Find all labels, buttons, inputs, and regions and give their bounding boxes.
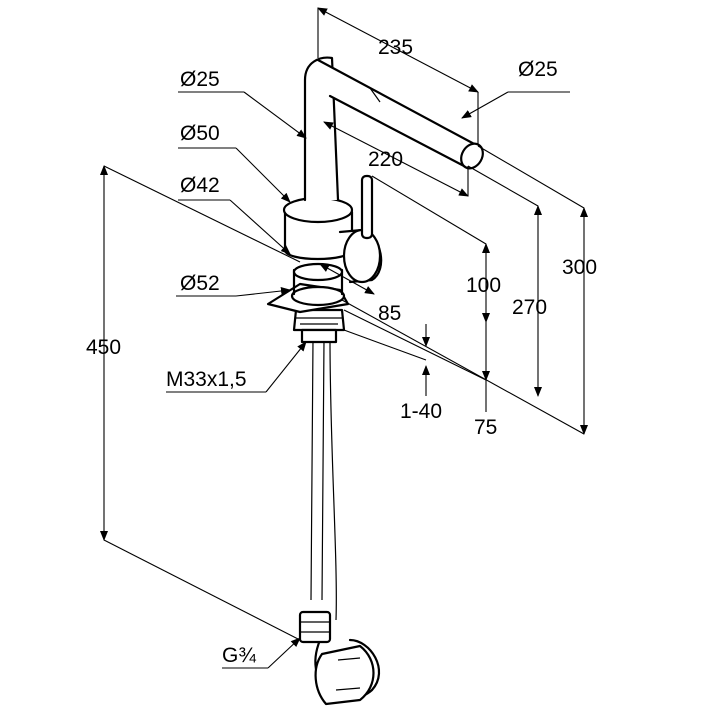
lever-rod xyxy=(360,174,374,240)
supply-hose xyxy=(310,339,325,601)
label-hose-length: 450 xyxy=(86,336,121,359)
label-counter-thickness: 1-40 xyxy=(400,400,442,423)
label-thread: M33x1,5 xyxy=(166,368,247,391)
mounting-nut xyxy=(292,308,346,332)
label-d-spout-top: Ø25 xyxy=(180,68,220,91)
hose-weight xyxy=(314,644,375,706)
label-d-flange: Ø52 xyxy=(180,272,220,295)
dimension-lines xyxy=(100,7,588,669)
label-outlet-offset: 220 xyxy=(368,148,403,171)
label-d-body: Ø50 xyxy=(180,122,220,145)
label-lever-offset: 85 xyxy=(378,302,401,325)
label-reach: 235 xyxy=(378,36,413,59)
supply-line xyxy=(329,339,337,621)
label-d-base: Ø42 xyxy=(180,174,220,197)
base-ring xyxy=(290,285,346,307)
label-connection: G¾ xyxy=(222,644,256,667)
label-height-outlet: 270 xyxy=(512,296,547,319)
connection-fitting xyxy=(298,610,332,644)
label-d-spout-outlet: Ø25 xyxy=(518,58,558,81)
label-height-body: 75 xyxy=(474,416,497,439)
label-height-lever: 100 xyxy=(466,274,501,297)
label-height-total: 300 xyxy=(562,256,597,279)
dimension-labels: Ø25 Ø25 Ø50 Ø42 Ø52 M33x1,5 G¾ 235 220 8… xyxy=(86,36,597,667)
